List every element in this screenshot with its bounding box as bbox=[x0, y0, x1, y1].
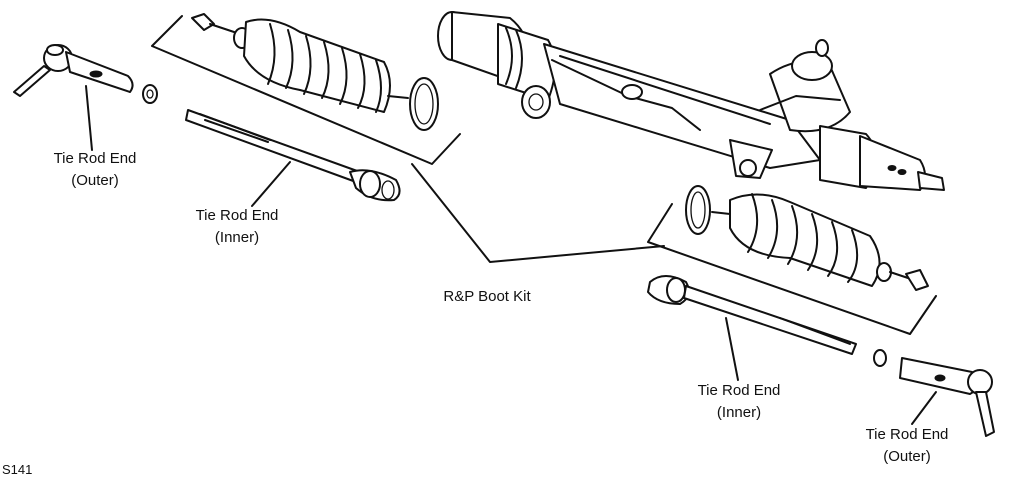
label-line-1: Tie Rod End bbox=[195, 207, 279, 224]
right-boot-kit bbox=[647, 185, 937, 335]
label-line-2: (Outer) bbox=[883, 448, 931, 465]
label-line-1: R&P Boot Kit bbox=[443, 288, 531, 305]
left-inner-tie-rod bbox=[185, 109, 401, 202]
rack-and-pinion-housing bbox=[437, 11, 945, 191]
label-line-2: (Outer) bbox=[71, 172, 119, 189]
label-tie-rod-end-inner-left: Tie Rod End (Inner) bbox=[182, 205, 292, 249]
label-tie-rod-end-outer-right: Tie Rod End (Outer) bbox=[852, 424, 962, 468]
label-line-2: (Inner) bbox=[716, 404, 762, 421]
figure-id: S141 bbox=[2, 462, 33, 477]
label-rp-boot-kit: R&P Boot Kit bbox=[432, 286, 542, 308]
left-boot-kit bbox=[151, 13, 461, 165]
label-tie-rod-end-inner-right: Tie Rod End (Inner) bbox=[684, 380, 794, 424]
label-line-1: Tie Rod End bbox=[697, 382, 781, 399]
label-line-1: Tie Rod End bbox=[53, 150, 137, 167]
right-inner-tie-rod bbox=[647, 275, 857, 355]
leader-lines bbox=[85, 85, 937, 425]
label-line-1: Tie Rod End bbox=[865, 426, 949, 443]
left-outer-tie-rod-end bbox=[13, 44, 158, 104]
label-line-2: (Inner) bbox=[214, 229, 260, 246]
right-outer-tie-rod-end bbox=[873, 349, 995, 437]
label-tie-rod-end-outer-left: Tie Rod End (Outer) bbox=[40, 148, 150, 192]
